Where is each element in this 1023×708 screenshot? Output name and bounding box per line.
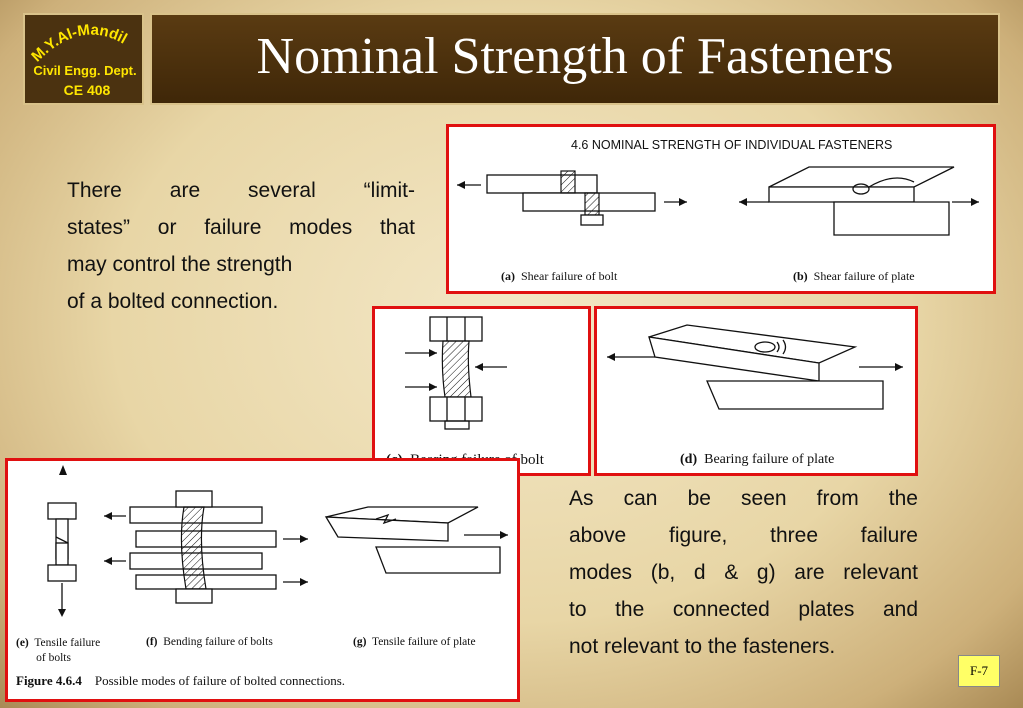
bolt-hole bbox=[754, 341, 776, 353]
intro-line: states” or failure modes that bbox=[67, 216, 415, 239]
plate-front bbox=[324, 516, 449, 542]
logo-graphic: M.Y.Al-Mandil Civil Engg. Dept. CE 408 bbox=[28, 21, 136, 98]
logo: M.Y.Al-Mandil Civil Engg. Dept. CE 408 bbox=[23, 13, 144, 105]
arrowhead bbox=[971, 198, 979, 206]
caption-f: (f) Bending failure of bolts bbox=[146, 636, 273, 648]
lower-plate bbox=[833, 201, 950, 236]
bolt-upper bbox=[560, 170, 576, 194]
bolt-shank-lower bbox=[55, 542, 69, 566]
caption-f-text: Bending failure of bolts bbox=[163, 636, 273, 648]
figure-tension-bending: (e) Tensile failure of bolts (f) Bending… bbox=[5, 458, 520, 702]
arrowhead bbox=[679, 198, 687, 206]
logo-arc-text: M.Y.Al-Mandil bbox=[28, 21, 130, 65]
bolt-thread bbox=[444, 420, 470, 430]
bolt-nut bbox=[429, 396, 483, 422]
caption-e-letter: (e) bbox=[16, 637, 29, 649]
tear-line bbox=[868, 177, 915, 188]
bolt-nut bbox=[175, 588, 213, 604]
conclusion-line: to the connected plates and bbox=[569, 598, 918, 621]
conclusion-line: As can be seen from the bbox=[569, 487, 918, 510]
bolt-shank bbox=[441, 340, 472, 398]
nut bbox=[580, 214, 604, 226]
tension-bending-drawing bbox=[47, 465, 508, 617]
bolt-head bbox=[429, 316, 483, 342]
bolt-nut bbox=[47, 564, 77, 582]
caption-e-text-2: of bolts bbox=[36, 652, 71, 664]
conclusion-line: modes (b, d & g) are relevant bbox=[569, 561, 918, 584]
bolt-hole bbox=[852, 183, 870, 195]
logo-dept-text: Civil Engg. Dept. bbox=[33, 63, 136, 78]
title-bar: Nominal Strength of Fasteners bbox=[150, 13, 1000, 105]
intro-line: may control the strength bbox=[67, 253, 293, 276]
logo-course-text: CE 408 bbox=[64, 82, 111, 98]
caption-a-letter: (a) bbox=[501, 269, 515, 283]
caption-a-text: Shear failure of bolt bbox=[521, 269, 618, 283]
caption-a: (a) Shear failure of bolt bbox=[501, 269, 617, 284]
caption-e-text: Tensile failure bbox=[34, 637, 101, 649]
bolt-head bbox=[47, 502, 77, 520]
lower-plate bbox=[375, 546, 501, 574]
crack bbox=[375, 513, 397, 525]
caption-d-text: Bearing failure of plate bbox=[704, 452, 835, 467]
deformation-marks bbox=[776, 339, 787, 355]
figure-caption: Figure 4.6.4 Possible modes of failure o… bbox=[16, 673, 345, 689]
caption-g-letter: (g) bbox=[353, 636, 367, 648]
conclusion-line: not relevant to the fasteners. bbox=[569, 635, 836, 658]
caption-d: (d) Bearing failure of plate bbox=[680, 452, 834, 468]
caption-g: (g) Tensile failure of plate bbox=[353, 636, 476, 648]
intro-line: of a bolted connection. bbox=[67, 290, 279, 313]
intro-paragraph: There are several “limit- states” or fai… bbox=[67, 172, 415, 320]
bolt-head bbox=[175, 490, 213, 508]
caption-f-letter: (f) bbox=[146, 636, 158, 648]
upper-plate bbox=[486, 174, 598, 194]
arrowhead bbox=[457, 181, 465, 189]
caption-b: (b) Shear failure of plate bbox=[793, 269, 915, 284]
caption-d-letter: (d) bbox=[680, 452, 698, 467]
figure-bearing-plate: (d) Bearing failure of plate bbox=[594, 306, 918, 476]
break-line bbox=[55, 536, 69, 544]
caption-e: (e) Tensile failure of bolts bbox=[16, 636, 100, 666]
arrowhead bbox=[739, 198, 747, 206]
plate-front bbox=[768, 186, 915, 203]
conclusion-paragraph: As can be seen from the above figure, th… bbox=[569, 480, 918, 665]
conclusion-line: above figure, three failure bbox=[569, 524, 918, 547]
plate-3 bbox=[135, 530, 277, 548]
bearing-bolt-drawing bbox=[405, 316, 507, 430]
figure-heading: 4.6 NOMINAL STRENGTH OF INDIVIDUAL FASTE… bbox=[571, 138, 893, 152]
intro-line: There are several “limit- bbox=[67, 179, 415, 202]
caption-b-letter: (b) bbox=[793, 269, 808, 283]
bearing-plate-drawing bbox=[607, 324, 903, 410]
figure-caption-text: Possible modes of failure of bolted conn… bbox=[94, 673, 346, 688]
caption-b-text: Shear failure of plate bbox=[813, 269, 915, 283]
figure-shear-failures: 4.6 NOMINAL STRENGTH OF INDIVIDUAL FASTE… bbox=[446, 124, 996, 294]
shear-failure-drawing bbox=[457, 166, 979, 236]
lower-plate bbox=[706, 380, 884, 410]
bolt-lower bbox=[584, 192, 600, 216]
bent-bolt bbox=[180, 506, 207, 590]
figure-bearing-bolt: (c) Bearing failure of bolt bbox=[372, 306, 591, 476]
page-title: Nominal Strength of Fasteners bbox=[256, 28, 894, 85]
figure-label: Figure 4.6.4 bbox=[16, 673, 82, 688]
caption-g-text: Tensile failure of plate bbox=[371, 636, 476, 648]
slide-number: F-7 bbox=[958, 655, 1000, 687]
